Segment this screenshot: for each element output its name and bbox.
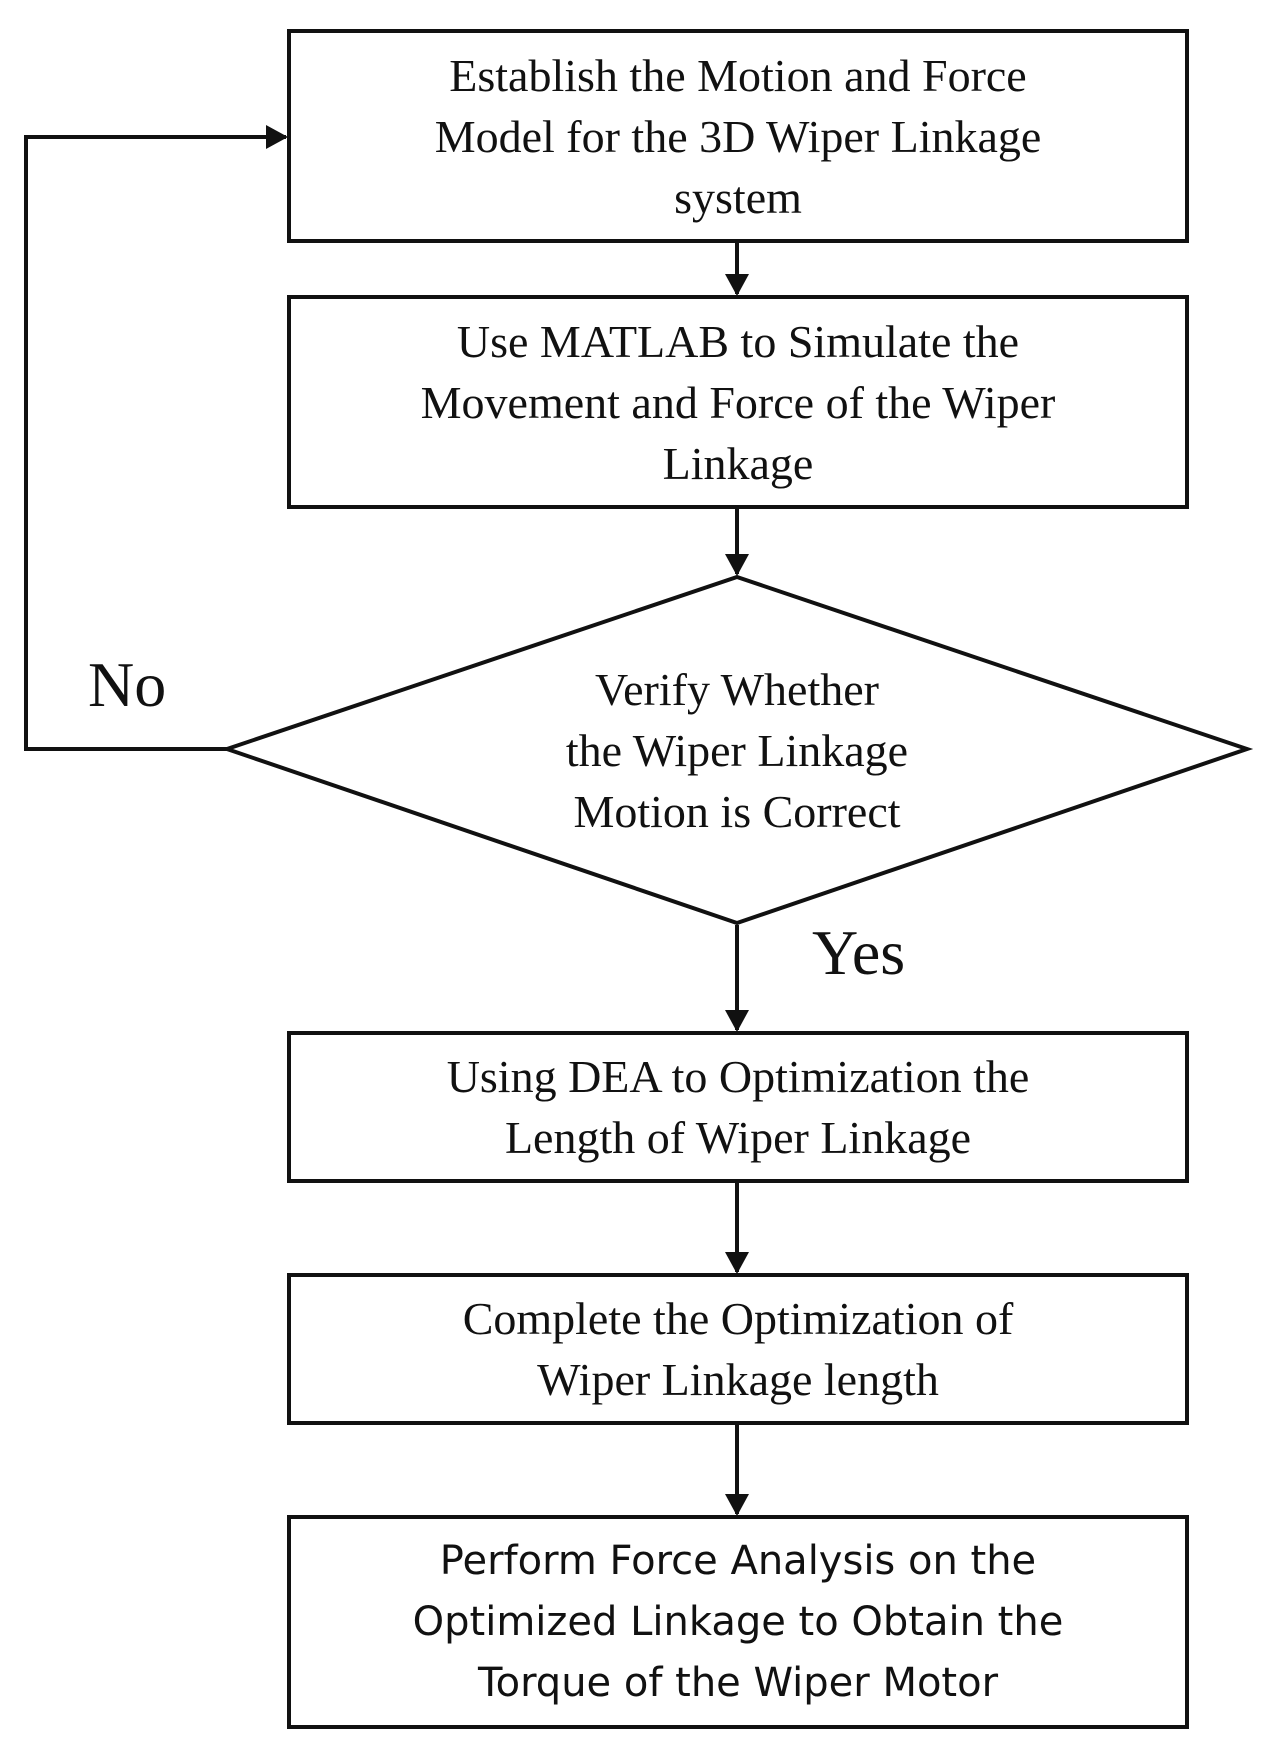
no-label: No [88, 649, 167, 720]
decision-text: Verify Whether the Wiper Linkage Motion … [565, 663, 909, 837]
step-force-analysis-text: Perform Force Analysis on the Optimized … [412, 1537, 1064, 1706]
step-simulate-box [287, 295, 1189, 509]
step-dea-optimization-text: Using DEA to Optimization the Length of … [446, 1051, 1030, 1163]
step-force-analysis-box [287, 1515, 1189, 1729]
step-complete-optimization-text: Complete the Optimization of Wiper Linka… [462, 1293, 1014, 1405]
arrow-decision-no-loop [24, 125, 288, 751]
step-establish-model-text: Establish the Motion and Force Model for… [434, 49, 1042, 223]
step-dea-optimization-box [287, 1031, 1189, 1183]
step-complete-optimization-box [287, 1273, 1189, 1425]
step-simulate-text: Use MATLAB to Simulate the Movement and … [420, 315, 1056, 489]
step-establish-model-box [287, 29, 1189, 243]
decision-diamond [220, 574, 1254, 926]
yes-label: Yes [812, 917, 906, 988]
